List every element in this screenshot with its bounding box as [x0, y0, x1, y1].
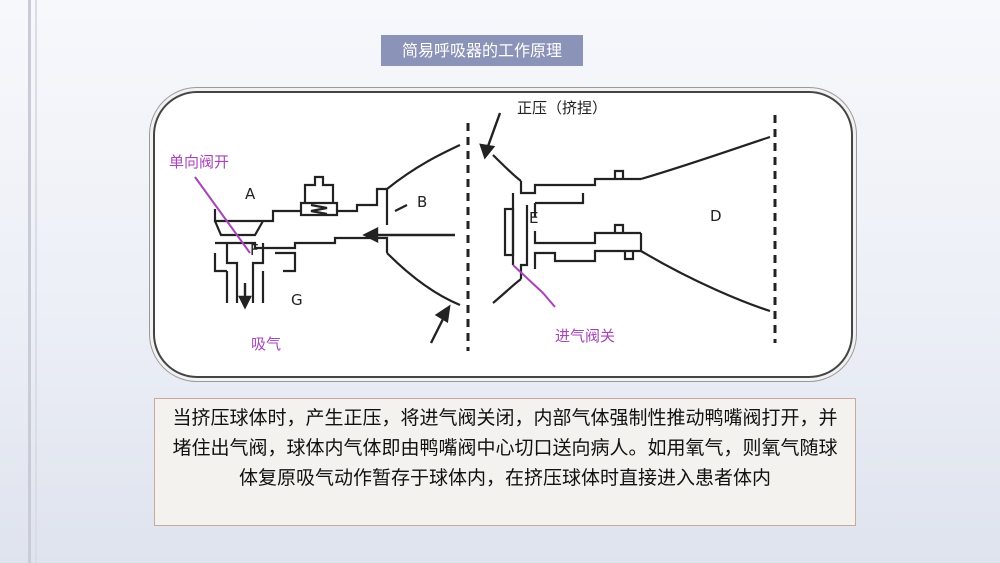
label-g: G	[291, 291, 303, 309]
label-inhale: 吸气	[251, 335, 281, 353]
exhale-valve	[275, 251, 297, 273]
bag-d-bottom	[640, 250, 771, 313]
label-b: B	[417, 193, 427, 211]
decor-bar-left	[28, 0, 31, 563]
patient-port-right	[251, 271, 265, 303]
squeeze-arrow-e	[485, 112, 502, 150]
label-f: F	[250, 241, 259, 259]
intake-valve-pointer	[512, 264, 556, 308]
label-a: A	[245, 185, 256, 203]
page-title: 简易呼吸器的工作原理	[381, 35, 583, 66]
bag-d-top	[640, 135, 771, 181]
label-positive-pressure: 正压（挤捏）	[517, 99, 607, 117]
valve-cap	[303, 175, 335, 203]
bag-e-bottom	[492, 278, 522, 304]
label-one-way-valve-open: 单向阀开	[169, 153, 229, 171]
valve-spring	[310, 203, 328, 216]
patient-port-left	[225, 271, 239, 303]
bag-b-top	[386, 144, 461, 190]
label-intake-valve-closed: 进气阀关	[555, 327, 615, 345]
bag-e-top	[492, 154, 522, 182]
bag-b-bottom	[386, 252, 461, 307]
valve-e	[503, 207, 515, 257]
breathing-device-diagram: A B D E F G 单向阀开 正压（挤捏） 进气阀关 吸气	[153, 91, 853, 378]
label-d: D	[710, 207, 722, 225]
decor-bar-left-inner	[35, 0, 37, 563]
funnel	[213, 220, 264, 237]
label-e: E	[529, 209, 538, 227]
one-way-valve-pointer	[194, 176, 251, 254]
description-text: 当挤压球体时，产生正压，将进气阀关闭，内部气体强制性推动鸭嘴阀打开，并堵住出气阀…	[154, 398, 856, 526]
diagram-svg: A B D E F G 单向阀开 正压（挤捏） 进气阀关 吸气	[169, 99, 777, 353]
